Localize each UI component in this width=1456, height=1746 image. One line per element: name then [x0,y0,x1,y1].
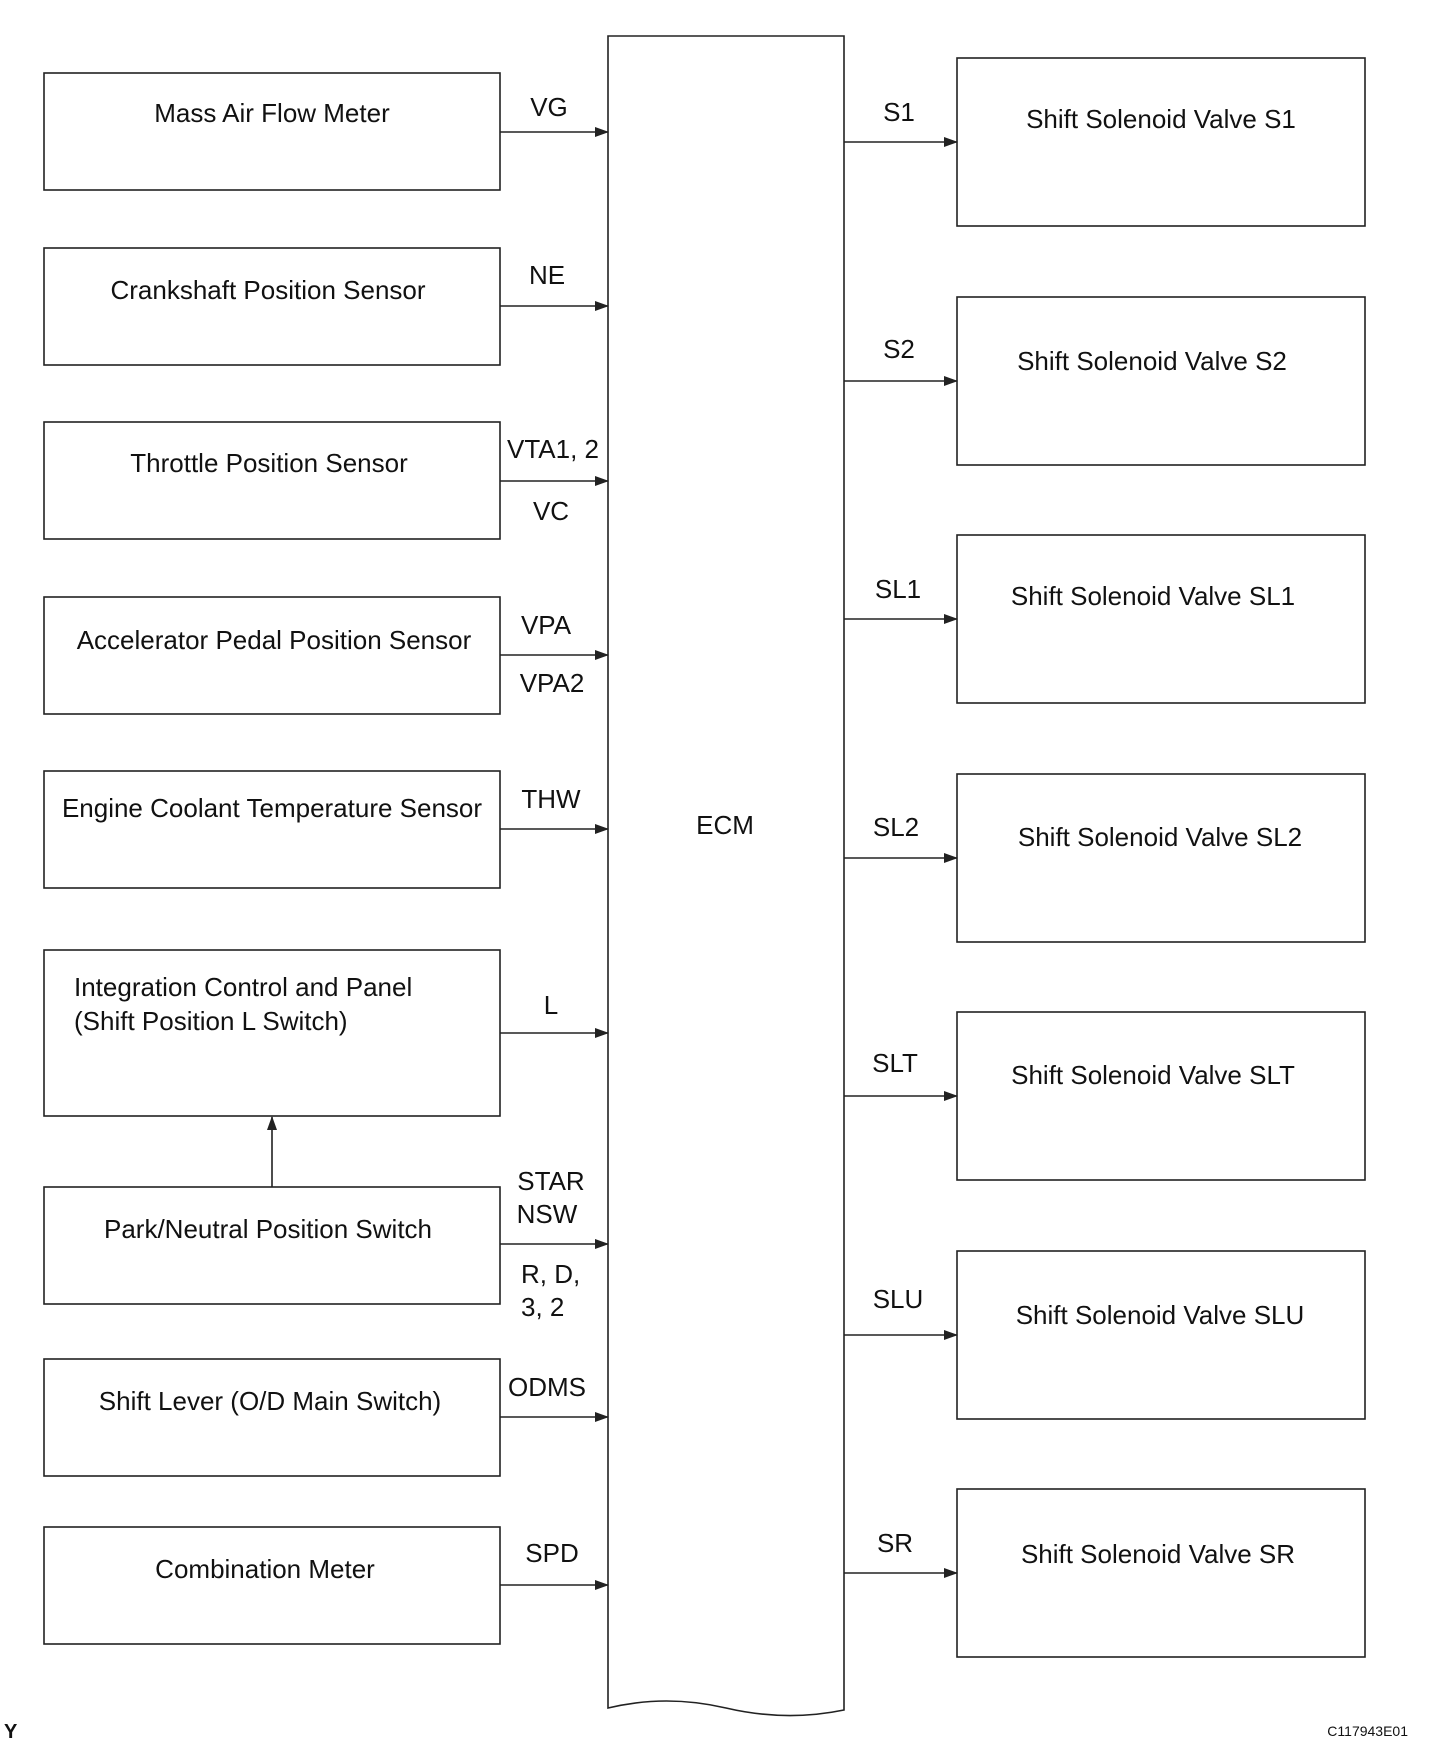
input-park-neutral-position-switch: Park/Neutral Position Switch STAR NSW R,… [43,1166,609,1322]
component-label: Engine Coolant Temperature Sensor [62,793,482,823]
input-integration-control-panel: Integration Control and Panel (Shift Pos… [43,949,609,1117]
component-label-line2: (Shift Position L Switch) [74,1006,348,1036]
input-crankshaft-position-sensor: Crankshaft Position Sensor NE [43,247,609,366]
signal-label-sr: SR [877,1528,913,1558]
signal-label-rd: R, D, [521,1259,580,1289]
input-throttle-position-sensor: Throttle Position Sensor VTA1, 2 VC [43,421,609,540]
signal-label-star: STAR [517,1166,584,1196]
signal-label-sl2: SL2 [873,812,919,842]
figure-code: C117943E01 [1327,1723,1408,1739]
valve-label: Shift Solenoid Valve SR [1021,1539,1295,1569]
output-shift-solenoid-slu: Shift Solenoid Valve SLU SLU [844,1250,1366,1420]
ecm-label: ECM [696,810,754,840]
valve-label: Shift Solenoid Valve SL2 [1018,822,1302,852]
input-combination-meter: Combination Meter SPD [43,1526,609,1645]
valve-label: Shift Solenoid Valve SL1 [1011,581,1295,611]
output-shift-solenoid-sr: Shift Solenoid Valve SR SR [844,1488,1366,1658]
signal-label-thw: THW [521,784,581,814]
signal-label-nsw: NSW [517,1199,578,1229]
corner-mark: Y [4,1721,18,1743]
signal-label-slu: SLU [873,1284,924,1314]
signal-label-spd: SPD [525,1538,578,1568]
component-label: Throttle Position Sensor [130,448,408,478]
input-engine-coolant-temperature-sensor: Engine Coolant Temperature Sensor THW [43,770,609,889]
signal-label-32: 3, 2 [521,1292,564,1322]
signal-label-vg: VG [530,92,568,122]
signal-label-s2: S2 [883,334,915,364]
valve-label: Shift Solenoid Valve S2 [1017,346,1287,376]
output-shift-solenoid-slt: Shift Solenoid Valve SLT SLT [844,1011,1366,1181]
input-shift-lever-od-main-switch: Shift Lever (O/D Main Switch) ODMS [43,1358,609,1477]
signal-label-vpa2: VPA2 [520,668,585,698]
component-label: Crankshaft Position Sensor [110,275,425,305]
signal-label-s1: S1 [883,97,915,127]
component-label: Accelerator Pedal Position Sensor [77,625,472,655]
ecm-block: ECM [607,35,845,1717]
component-label: Shift Lever (O/D Main Switch) [99,1386,441,1416]
valve-label: Shift Solenoid Valve SLU [1016,1300,1305,1330]
signal-label-vpa: VPA [521,610,572,640]
input-mass-air-flow-meter: Mass Air Flow Meter VG [43,72,609,191]
signal-label-l: L [544,990,558,1020]
output-shift-solenoid-sl1: Shift Solenoid Valve SL1 SL1 [844,534,1366,704]
input-accelerator-pedal-position-sensor: Accelerator Pedal Position Sensor VPA VP… [43,596,609,715]
component-label-line1: Integration Control and Panel [74,972,412,1002]
valve-label: Shift Solenoid Valve SLT [1011,1060,1295,1090]
signal-label-vc: VC [533,496,569,526]
signal-label-sl1: SL1 [875,574,921,604]
signal-label-odms: ODMS [508,1372,586,1402]
output-shift-solenoid-sl2: Shift Solenoid Valve SL2 SL2 [844,773,1366,943]
component-label: Park/Neutral Position Switch [104,1214,432,1244]
component-label: Mass Air Flow Meter [154,98,390,128]
signal-label-slt: SLT [872,1048,918,1078]
output-shift-solenoid-s2: Shift Solenoid Valve S2 S2 [844,296,1366,466]
signal-label-vta1: VTA1, 2 [507,434,599,464]
component-label: Combination Meter [155,1554,375,1584]
valve-label: Shift Solenoid Valve S1 [1026,104,1296,134]
signal-label-ne: NE [529,260,565,290]
output-shift-solenoid-s1: Shift Solenoid Valve S1 S1 [844,57,1366,227]
